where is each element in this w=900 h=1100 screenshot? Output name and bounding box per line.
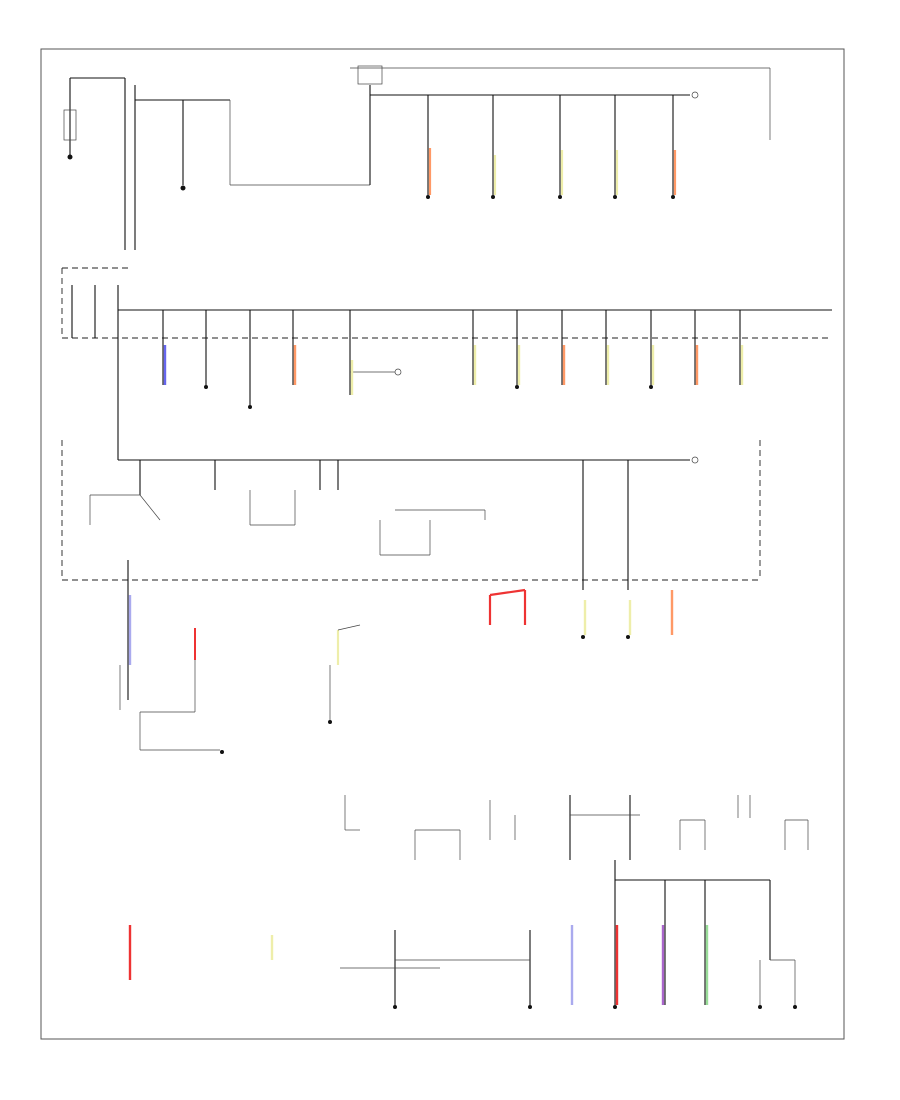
ground-symbol bbox=[649, 385, 653, 389]
battery-section bbox=[63, 65, 383, 250]
top-fuse-branches bbox=[350, 67, 771, 199]
ground-symbol bbox=[328, 720, 332, 724]
ground-symbol bbox=[67, 154, 73, 160]
wire-red bbox=[489, 588, 526, 597]
ground-symbol bbox=[180, 185, 186, 191]
ground-symbol bbox=[613, 1005, 617, 1009]
bottom-section bbox=[128, 795, 809, 1009]
ground-symbol bbox=[248, 405, 252, 409]
lower-mid-section bbox=[119, 588, 674, 754]
ground-symbol bbox=[426, 195, 430, 199]
relay-section bbox=[61, 440, 761, 700]
ground-symbol bbox=[758, 1005, 762, 1009]
ground-symbol bbox=[613, 195, 617, 199]
ground-symbol bbox=[793, 1005, 797, 1009]
diagram-frame bbox=[40, 48, 845, 1040]
ground-symbol bbox=[515, 385, 519, 389]
ground-symbol bbox=[528, 1005, 532, 1009]
ground-symbol bbox=[204, 385, 208, 389]
ground-symbol bbox=[491, 195, 495, 199]
ground-symbol bbox=[558, 195, 562, 199]
ground-symbol bbox=[626, 635, 630, 639]
ground-symbol bbox=[220, 750, 224, 754]
fuse-block-1 bbox=[61, 267, 832, 460]
ground-symbol bbox=[581, 635, 585, 639]
ground-symbol bbox=[671, 195, 675, 199]
ground-symbol bbox=[393, 1005, 397, 1009]
